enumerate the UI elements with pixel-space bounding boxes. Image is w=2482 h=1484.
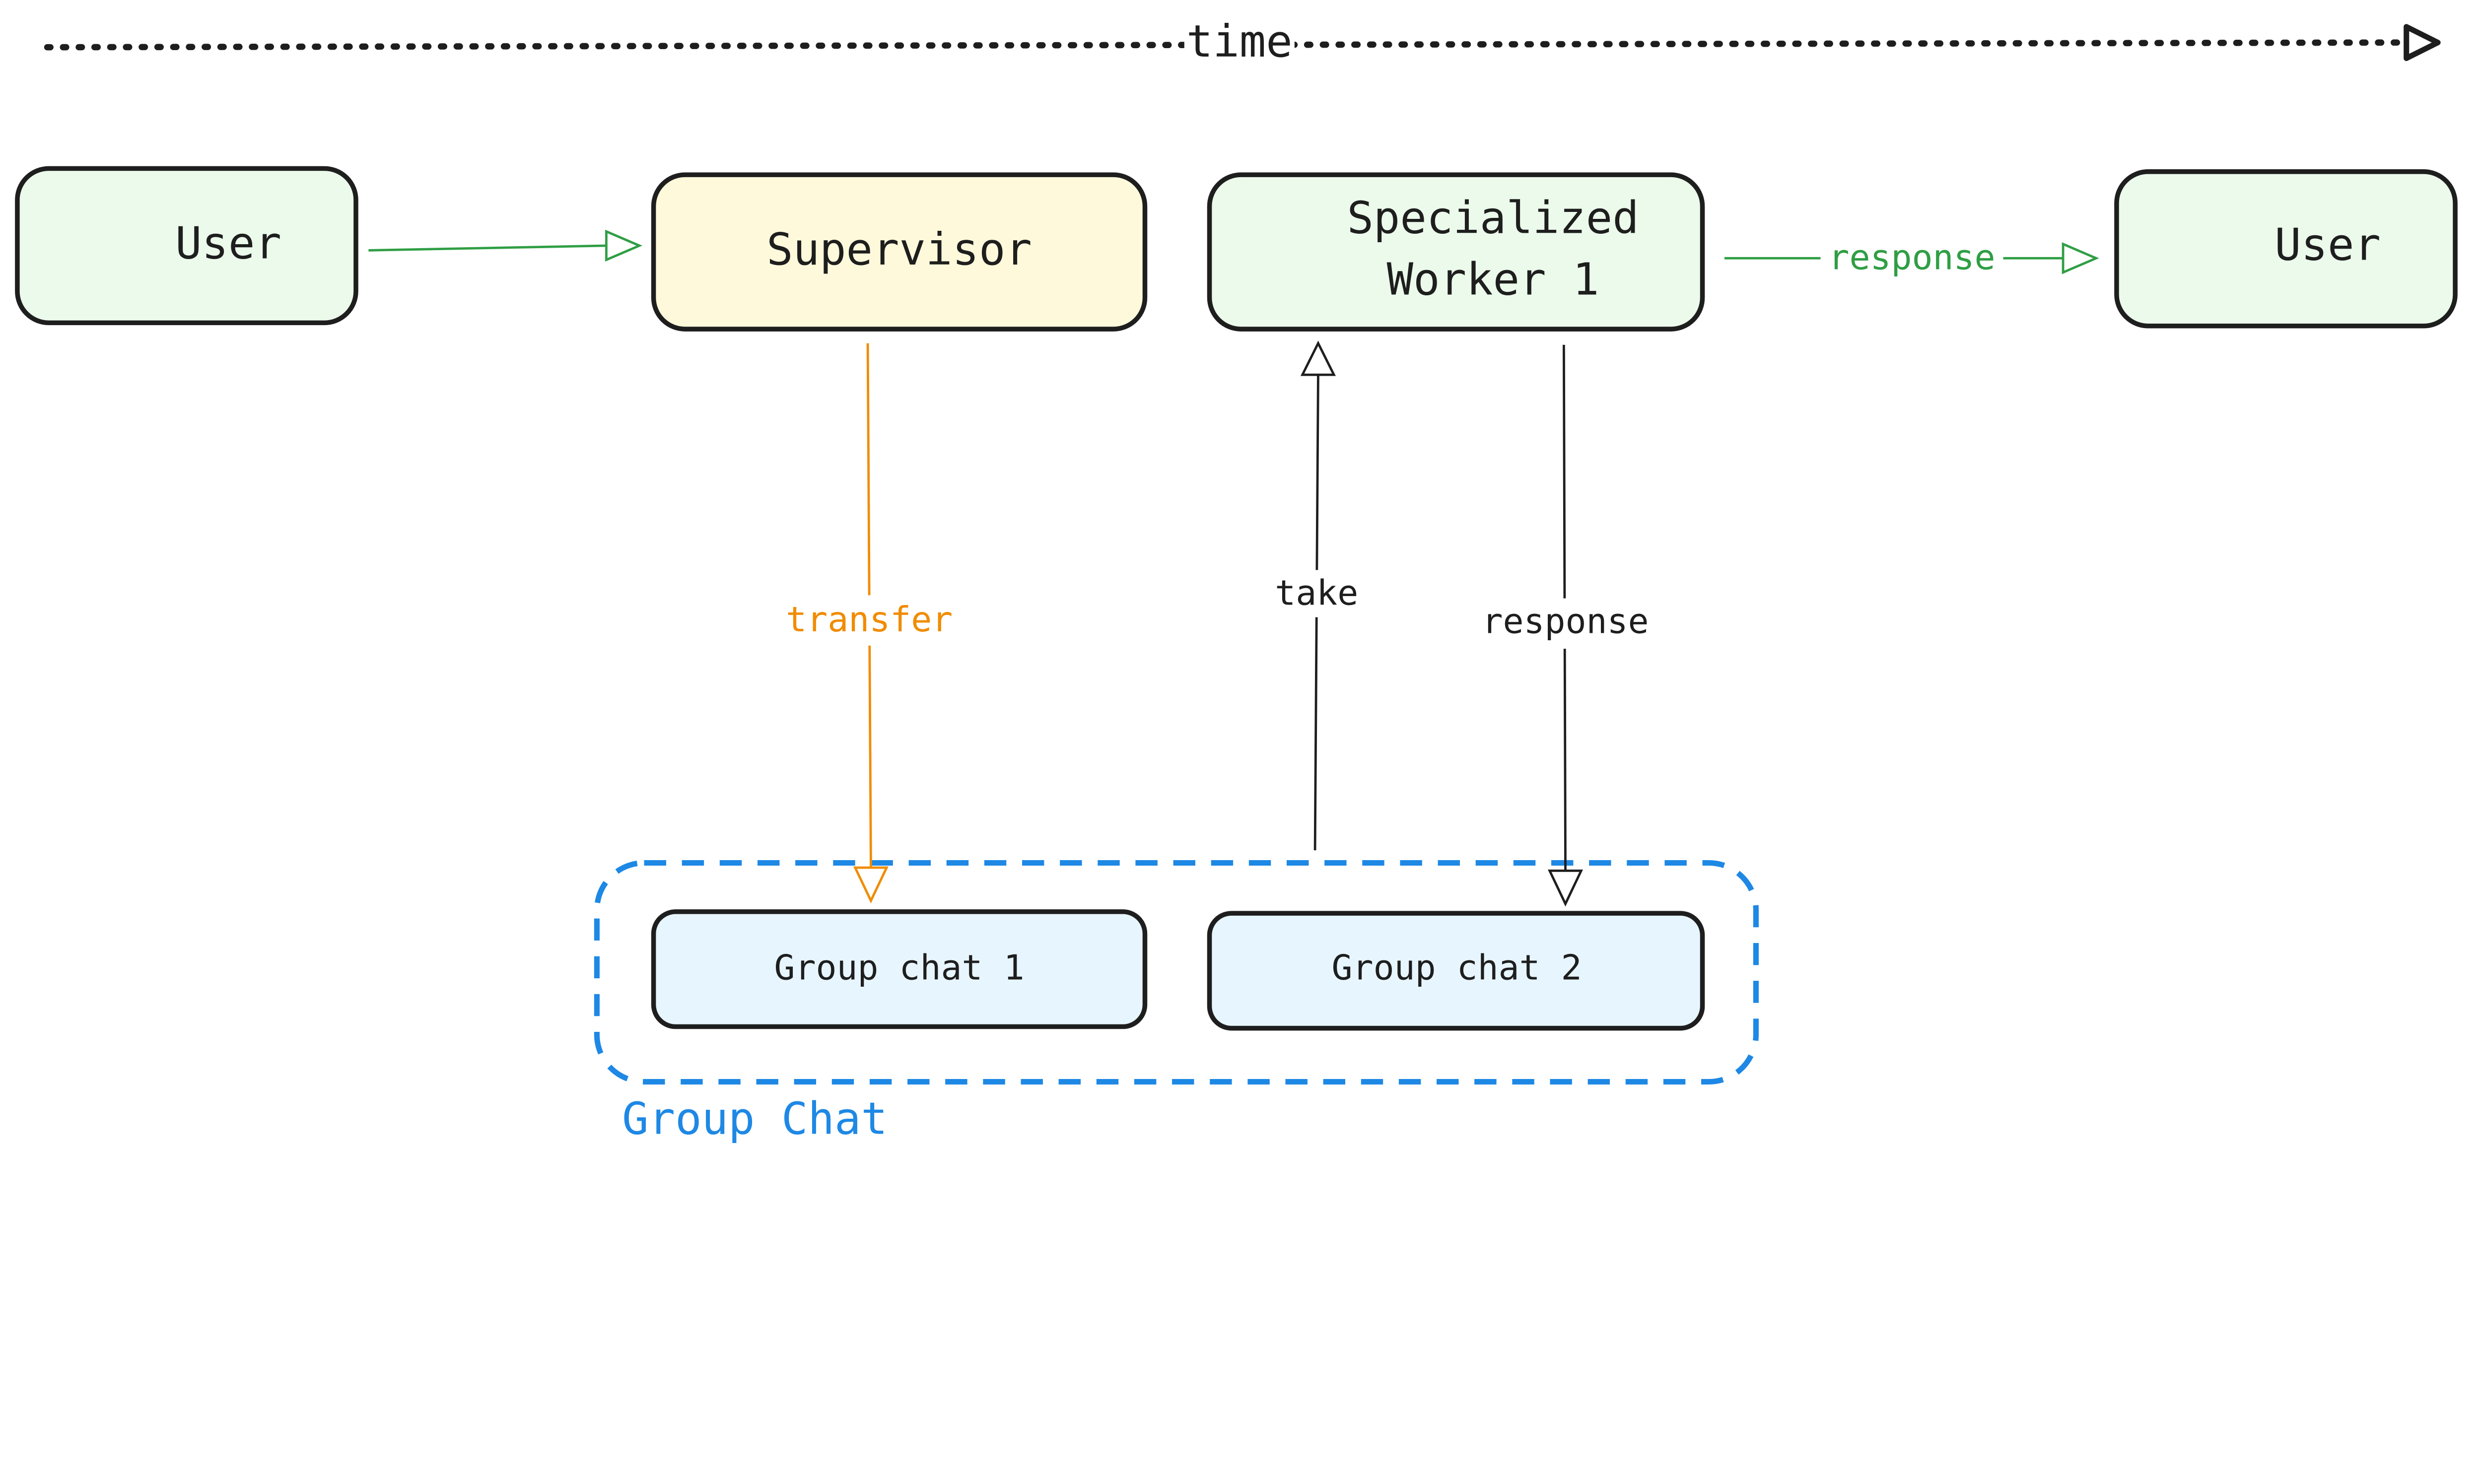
arrowhead-icon (853, 866, 889, 904)
node-label: Group chat 2 (1332, 947, 1582, 988)
node-user-start[interactable]: User (15, 166, 358, 326)
node-group-chat-1[interactable]: Group chat 1 (651, 909, 1148, 1029)
node-supervisor[interactable]: Supervisor (651, 172, 1148, 332)
edge-label-response: response (1828, 238, 1995, 278)
arrowhead-icon (1300, 340, 1336, 376)
edge-label-take: take (1275, 573, 1358, 613)
edge-user-to-supervisor (368, 244, 608, 252)
edge-label-transfer: transfer (786, 600, 953, 640)
node-user-end[interactable]: User (2114, 169, 2458, 329)
node-group-chat-2[interactable]: Group chat 2 (1207, 911, 1705, 1031)
group-chat-container (594, 860, 1759, 1085)
arrowhead-icon (605, 229, 643, 262)
node-label: Supervisor (766, 224, 1032, 275)
group-chat-label: Group Chat (622, 1093, 888, 1144)
timeline-arrowhead (2404, 24, 2441, 61)
node-label: User (175, 217, 281, 269)
node-label-line1: Specialized (1347, 193, 1639, 244)
edge-label-response: response (1482, 601, 1649, 641)
node-label: User (2275, 219, 2381, 270)
arrowhead-icon (2062, 242, 2099, 274)
arrowhead-icon (1548, 870, 1584, 907)
node-label-line2: Worker 1 (1387, 254, 1599, 305)
node-label: Group chat 1 (774, 947, 1024, 988)
timeline-label: time (1186, 16, 1293, 67)
diagram: time User Supervisor Specialized Worker … (15, 15, 2458, 1144)
node-specialized-worker-1[interactable]: Specialized Worker 1 (1207, 172, 1705, 332)
